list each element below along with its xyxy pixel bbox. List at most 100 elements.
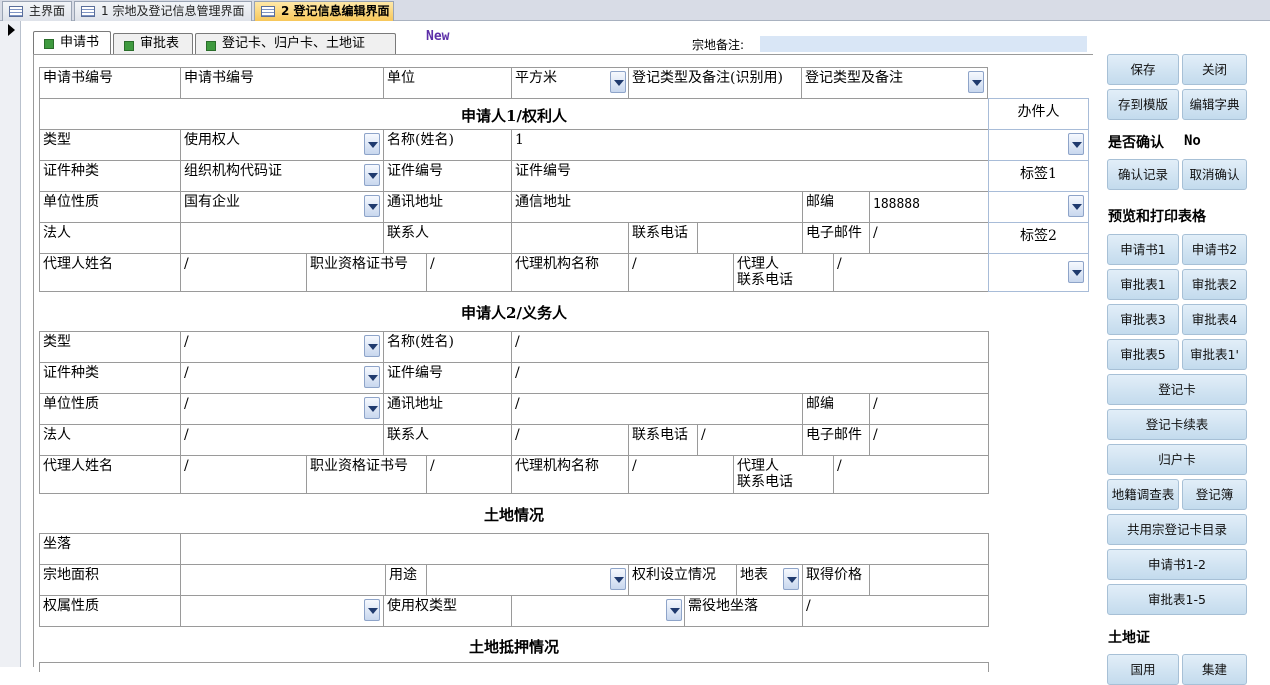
location-input[interactable] xyxy=(180,533,989,565)
chevron-down-icon[interactable] xyxy=(610,71,626,93)
chevron-down-icon[interactable] xyxy=(364,397,380,419)
print-sqs2-button[interactable]: 申请书2 xyxy=(1182,234,1247,265)
app2-cert-no-input[interactable]: / xyxy=(511,362,989,394)
use-select[interactable] xyxy=(426,564,629,596)
print-gyzml-button[interactable]: 共用宗登记卡目录 xyxy=(1107,514,1247,545)
app1-phone-input[interactable] xyxy=(697,222,803,254)
app2-type-select[interactable]: / xyxy=(180,331,384,363)
chevron-down-icon[interactable] xyxy=(364,335,380,357)
confirm-record-button[interactable]: 确认记录 xyxy=(1107,159,1179,190)
app2-cert-type-select[interactable]: / xyxy=(180,362,384,394)
agent-phone-label-line1: 代理人 xyxy=(737,256,779,272)
app2-legal-input[interactable]: / xyxy=(180,424,384,456)
print-spb15-button[interactable]: 审批表1-5 xyxy=(1107,584,1247,615)
record-selector[interactable] xyxy=(0,21,21,667)
chevron-down-icon[interactable] xyxy=(364,195,380,217)
app2-contact-input[interactable]: / xyxy=(511,424,629,456)
chevron-down-icon[interactable] xyxy=(1068,195,1084,217)
unit-select[interactable]: 平方米 xyxy=(511,67,629,99)
chevron-down-icon[interactable] xyxy=(364,599,380,621)
cancel-confirm-button[interactable]: 取消确认 xyxy=(1182,159,1247,190)
print-spb2-button[interactable]: 审批表2 xyxy=(1182,269,1247,300)
app1-cert-no-input[interactable]: 证件编号 xyxy=(511,160,989,192)
usetype-select[interactable] xyxy=(511,595,685,627)
app2-email-input[interactable]: / xyxy=(869,424,989,456)
parcel-remark-input[interactable] xyxy=(760,36,1087,52)
chevron-down-icon[interactable] xyxy=(364,164,380,186)
print-djk-button[interactable]: 登记卡 xyxy=(1107,374,1247,405)
land-cert-state-button[interactable]: 国用 xyxy=(1107,654,1179,685)
app2-name-label: 名称(姓名) xyxy=(383,331,512,363)
chevron-down-icon[interactable] xyxy=(364,133,380,155)
app1-agency-input[interactable]: / xyxy=(628,253,734,292)
servient-input[interactable]: / xyxy=(802,595,989,627)
doc-tab-main[interactable]: 主界面 xyxy=(2,1,72,21)
app1-zip-input[interactable]: 188888 xyxy=(869,191,989,223)
print-djdcb-button[interactable]: 地籍调查表 xyxy=(1107,479,1179,510)
area-label: 宗地面积 xyxy=(39,564,181,596)
app1-cert-type-select[interactable]: 组织机构代码证 xyxy=(180,160,384,192)
print-spb1-button[interactable]: 审批表1 xyxy=(1107,269,1179,300)
chevron-down-icon[interactable] xyxy=(610,568,626,590)
app2-nature-select[interactable]: / xyxy=(180,393,384,425)
tab-approval[interactable]: 审批表 xyxy=(113,33,193,54)
print-hhk-button[interactable]: 归户卡 xyxy=(1107,444,1247,475)
chevron-down-icon[interactable] xyxy=(1068,133,1084,155)
app1-name-input[interactable]: 1 xyxy=(511,129,989,161)
doc-tab-edit[interactable]: 2 登记信息编辑界面 xyxy=(254,1,394,21)
doc-tab-parcel-manage[interactable]: 1 宗地及登记信息管理界面 xyxy=(74,1,252,21)
app2-addr-input[interactable]: / xyxy=(511,393,803,425)
land-cert-collective-button[interactable]: 集建 xyxy=(1182,654,1247,685)
print-sqs12-button[interactable]: 申请书1-2 xyxy=(1107,549,1247,580)
tab-cards[interactable]: 登记卡、归户卡、土地证 xyxy=(195,33,396,54)
save-template-button[interactable]: 存到模版 xyxy=(1107,89,1179,120)
app1-qual-input[interactable]: / xyxy=(426,253,512,292)
app2-addr-label: 通讯地址 xyxy=(383,393,512,425)
print-djkxb-button[interactable]: 登记卡续表 xyxy=(1107,409,1247,440)
print-spb3-button[interactable]: 审批表3 xyxy=(1107,304,1179,335)
close-button[interactable]: 关闭 xyxy=(1182,54,1247,85)
chevron-down-icon[interactable] xyxy=(666,599,682,621)
app1-agent-input[interactable]: / xyxy=(180,253,307,292)
print-spb1p-button[interactable]: 审批表1' xyxy=(1182,339,1247,370)
print-spb5-button[interactable]: 审批表5 xyxy=(1107,339,1179,370)
section-title-applicant2: 申请人2/义务人 xyxy=(461,304,567,322)
chevron-down-icon[interactable] xyxy=(1068,261,1084,283)
section-title-applicant1: 申请人1/权利人 xyxy=(461,107,567,125)
save-button[interactable]: 保存 xyxy=(1107,54,1179,85)
app1-type-select[interactable]: 使用权人 xyxy=(180,129,384,161)
chevron-down-icon[interactable] xyxy=(968,71,984,93)
app2-qual-input[interactable]: / xyxy=(426,455,512,494)
price-input[interactable] xyxy=(869,564,989,596)
chevron-down-icon[interactable] xyxy=(783,568,799,590)
app1-zip-label: 邮编 xyxy=(802,191,870,223)
app2-zip-input[interactable]: / xyxy=(869,393,989,425)
app1-agent-phone-input[interactable]: / xyxy=(833,253,989,292)
edit-dict-button[interactable]: 编辑字典 xyxy=(1182,89,1247,120)
ownership-select[interactable] xyxy=(180,595,384,627)
app1-email-input[interactable]: / xyxy=(869,222,989,254)
chevron-down-icon[interactable] xyxy=(364,366,380,388)
app2-phone-input[interactable]: / xyxy=(697,424,803,456)
app2-name-input[interactable]: / xyxy=(511,331,989,363)
app2-agent-phone-input[interactable]: / xyxy=(833,455,989,494)
area-input[interactable] xyxy=(180,564,386,596)
app1-nature-select[interactable]: 国有企业 xyxy=(180,191,384,223)
land-cert-label: 土地证 xyxy=(1108,630,1150,646)
print-sqs1-button[interactable]: 申请书1 xyxy=(1107,234,1179,265)
form-body: 申请书编号 申请书编号 单位 平方米 登记类型及备注(识别用) 登记类型及备注 … xyxy=(33,54,1093,672)
app2-agency-input[interactable]: / xyxy=(628,455,734,494)
app1-contact-input[interactable] xyxy=(511,222,629,254)
app1-addr-input[interactable]: 通信地址 xyxy=(511,191,803,223)
print-djb-button[interactable]: 登记簿 xyxy=(1182,479,1247,510)
app1-type-label: 类型 xyxy=(39,129,181,161)
regtype-select[interactable]: 登记类型及备注 xyxy=(801,67,988,99)
app1-cert-type-label: 证件种类 xyxy=(39,160,181,192)
app2-agent-input[interactable]: / xyxy=(180,455,307,494)
doc-tab-label: 主界面 xyxy=(29,4,66,18)
print-spb4-button[interactable]: 审批表4 xyxy=(1182,304,1247,335)
apply-no-input[interactable]: 申请书编号 xyxy=(180,67,384,99)
app1-legal-input[interactable] xyxy=(180,222,384,254)
tab-application[interactable]: 申请书 xyxy=(33,31,111,54)
right-setup-label: 权利设立情况 xyxy=(628,564,737,596)
